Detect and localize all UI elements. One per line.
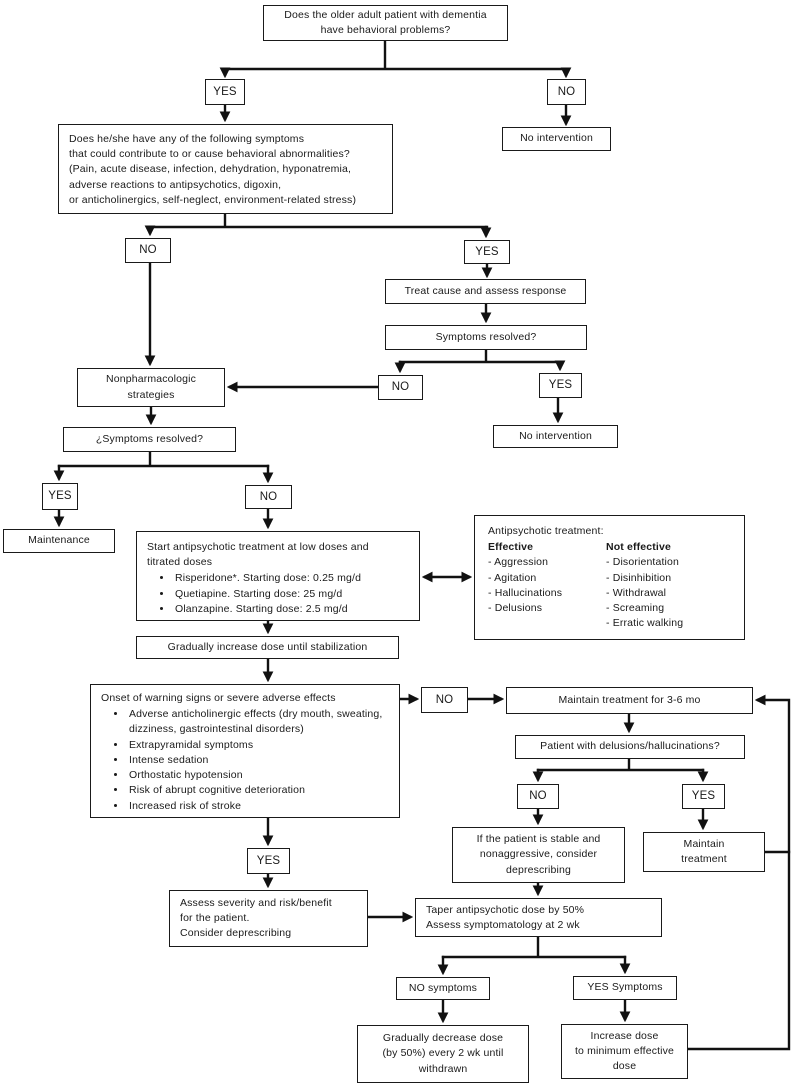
bullet-item: Risk of abrupt cognitive deterioration — [127, 783, 389, 798]
node-nonpharmacologic: Nonpharmacologic strategies — [77, 368, 225, 407]
node-no-1: NO — [547, 79, 586, 105]
bullet-item: Olanzapine. Starting dose: 2.5 mg/d — [173, 602, 409, 617]
node-yes-symptoms: YES Symptoms — [573, 976, 677, 1000]
not-effective-column: Not effective - Disorientation - Disinhi… — [606, 541, 684, 630]
node-no-3: NO — [378, 375, 423, 400]
node-stable-deprescribe: If the patient is stable and nonaggressi… — [452, 827, 625, 883]
effective-column: Effective - Aggression - Agitation - Hal… — [488, 541, 563, 615]
warning-bullet-list: Adverse anticholinergic effects (dry mou… — [101, 707, 389, 814]
node-treat-cause: Treat cause and assess response — [385, 279, 586, 304]
node-yes-3: YES — [539, 373, 582, 398]
warning-title: Onset of warning signs or severe adverse… — [101, 692, 336, 704]
node-yes-2: YES — [464, 240, 510, 264]
node-no-6: NO — [517, 784, 559, 809]
bullet-item: Risperidone*. Starting dose: 0.25 mg/d — [173, 571, 409, 586]
node-increase-minimum: Increase dose to minimum effective dose — [561, 1024, 688, 1079]
node-no-intervention-1: No intervention — [502, 127, 611, 151]
node-maintain-treatment: Maintain treatment — [643, 832, 765, 872]
node-yes-4: YES — [42, 483, 78, 510]
node-no-4: NO — [245, 485, 292, 509]
node-taper: Taper antipsychotic dose by 50% Assess s… — [415, 898, 662, 937]
bullet-item: Intense sedation — [127, 753, 389, 768]
node-symptoms-resolved-2: ¿Symptoms resolved? — [63, 427, 236, 452]
node-delusions-question: Patient with delusions/hallucinations? — [515, 735, 745, 759]
node-start-question: Does the older adult patient with dement… — [263, 5, 508, 41]
info-title: Antipsychotic treatment: — [488, 525, 604, 537]
bullet-item: Orthostatic hypotension — [127, 768, 389, 783]
node-increase-dose: Gradually increase dose until stabilizat… — [136, 636, 399, 659]
node-maintenance: Maintenance — [3, 529, 115, 553]
node-yes-6: YES — [682, 784, 725, 809]
bullet-item: Adverse anticholinergic effects (dry mou… — [127, 707, 389, 737]
node-warning-signs: Onset of warning signs or severe adverse… — [90, 684, 400, 818]
node-gradually-decrease: Gradually decrease dose (by 50%) every 2… — [357, 1025, 529, 1083]
node-symptom-question: Does he/she have any of the following sy… — [58, 124, 393, 214]
bullet-item: Quetiapine. Starting dose: 25 mg/d — [173, 587, 409, 602]
node-antipsychotic-info: Antipsychotic treatment: Effective - Agg… — [474, 515, 745, 640]
dose-bullet-list: Risperidone*. Starting dose: 0.25 mg/d Q… — [147, 571, 409, 617]
node-no-intervention-2: No intervention — [493, 425, 618, 448]
node-symptoms-resolved-1: Symptoms resolved? — [385, 325, 587, 350]
bullet-item: Increased risk of stroke — [127, 799, 389, 814]
node-yes-1: YES — [205, 79, 245, 105]
node-no-symptoms: NO symptoms — [396, 977, 490, 1000]
node-yes-5: YES — [247, 848, 290, 874]
node-assess-severity: Assess severity and risk/benefit for the… — [169, 890, 368, 947]
node-no-5: NO — [421, 687, 468, 713]
node-start-antipsychotic: Start antipsychotic treatment at low dos… — [136, 531, 420, 621]
bullet-item: Extrapyramidal symptoms — [127, 738, 389, 753]
node-maintain-3-6-mo: Maintain treatment for 3-6 mo — [506, 687, 753, 714]
node-no-2: NO — [125, 238, 171, 263]
